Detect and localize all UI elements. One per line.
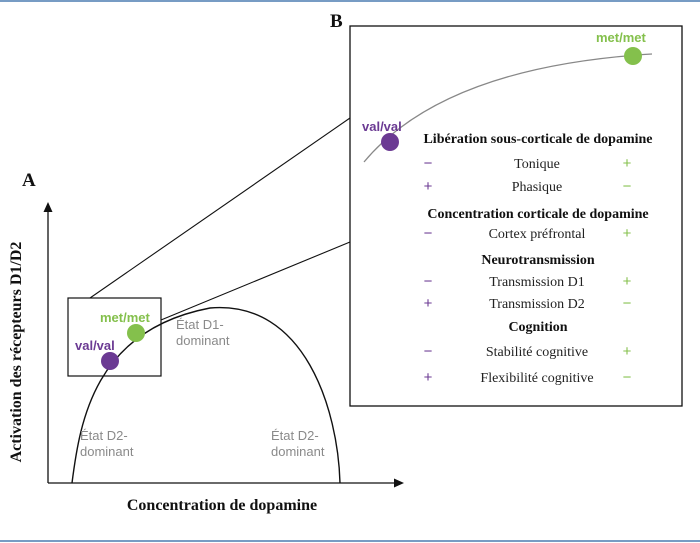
met-sign: + <box>623 155 632 172</box>
state-d1-label: État D1- dominant <box>176 317 230 348</box>
x-axis-label: Concentration de dopamine <box>127 497 317 514</box>
val-sign: + <box>424 178 433 195</box>
x-axis-arrow <box>394 478 404 488</box>
state-d2-left-line2: dominant <box>80 444 134 459</box>
met-met-marker-b <box>624 47 642 65</box>
row-label: Transmission D1 <box>489 275 585 290</box>
table-row: − Tonique + <box>424 155 632 172</box>
met-met-marker-a <box>127 324 145 342</box>
val-val-label-a: val/val <box>75 338 115 353</box>
panel-a-axes <box>43 202 404 488</box>
panel-b-letter: B <box>330 11 343 32</box>
val-sign: − <box>424 225 433 242</box>
y-axis-arrow <box>43 202 53 212</box>
state-d2-right-line1: État D2- <box>271 428 319 443</box>
row-label: Phasique <box>512 180 563 195</box>
y-axis-label: Activation des récepteurs D1/D2 <box>8 242 25 463</box>
val-sign: + <box>424 295 433 312</box>
zoom-region-box <box>67 297 162 377</box>
table-row: + Transmission D2 − <box>424 295 632 312</box>
panel-a-letter: A <box>22 170 36 191</box>
met-met-label-b: met/met <box>596 30 647 45</box>
state-d2-right-line2: dominant <box>271 444 325 459</box>
met-met-label-a: met/met <box>100 310 151 325</box>
row-label: Stabilité cognitive <box>486 345 588 360</box>
met-sign: − <box>623 178 632 195</box>
section-heading: Libération sous-corticale de dopamine <box>423 132 652 147</box>
val-sign: − <box>424 273 433 290</box>
state-d2-right-label: État D2- dominant <box>271 428 325 459</box>
row-label: Cortex préfrontal <box>489 227 586 242</box>
row-label: Flexibilité cognitive <box>480 371 593 386</box>
section-heading: Concentration corticale de dopamine <box>427 207 648 222</box>
row-label: Tonique <box>514 157 560 172</box>
zoom-connector-top <box>89 117 351 299</box>
state-d2-left-line1: État D2- <box>80 428 128 443</box>
table-row: − Transmission D1 + <box>424 273 632 290</box>
state-d2-left-label: État D2- dominant <box>80 428 134 459</box>
met-sign: + <box>623 343 632 360</box>
val-sign: − <box>424 155 433 172</box>
section-heading: Cognition <box>508 320 567 335</box>
row-label: Transmission D2 <box>489 297 585 312</box>
val-val-label-b: val/val <box>362 119 402 134</box>
state-d1-line2: dominant <box>176 333 230 348</box>
met-sign: + <box>623 225 632 242</box>
met-sign: − <box>623 369 632 386</box>
table-row: + Flexibilité cognitive − <box>424 369 632 386</box>
val-sign: + <box>424 369 433 386</box>
zoom-connector-bottom <box>160 241 351 321</box>
met-sign: + <box>623 273 632 290</box>
val-sign: − <box>424 343 433 360</box>
table-row: − Cortex préfrontal + <box>424 225 632 242</box>
panel-b-box <box>349 25 683 407</box>
met-sign: − <box>623 295 632 312</box>
state-d1-line1: État D1- <box>176 317 224 332</box>
table-row: − Stabilité cognitive + <box>424 343 632 360</box>
inverted-u-curve <box>71 307 341 484</box>
section-heading: Neurotransmission <box>481 253 595 268</box>
val-val-marker-a <box>101 352 119 370</box>
val-val-marker-b <box>381 133 399 151</box>
table-row: + Phasique − <box>424 178 632 195</box>
